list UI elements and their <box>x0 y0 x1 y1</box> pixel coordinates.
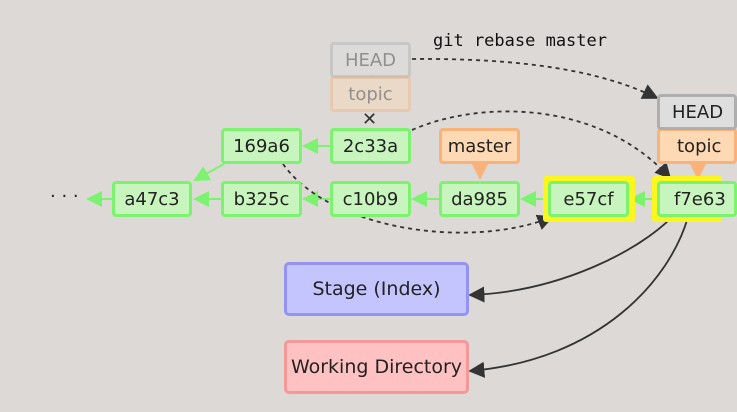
head-old[interactable]: HEAD <box>330 42 411 78</box>
arrow-f7e63-to-stage <box>468 216 673 303</box>
commit-f7e63[interactable]: f7e63 <box>657 181 737 217</box>
arrow-2c33a-to-f7e63 <box>411 110 672 180</box>
arrow-f7e63-to-working <box>468 216 689 378</box>
commit-a47c3[interactable]: a47c3 <box>112 181 192 217</box>
working-directory-area[interactable]: Working Directory <box>284 340 469 394</box>
rebase-diagram: git rebase master · · · a47c3 b325c c10b… <box>50 31 737 394</box>
branch-master[interactable]: master <box>439 128 520 164</box>
commit-b325c[interactable]: b325c <box>221 181 302 217</box>
commit-c10b9[interactable]: c10b9 <box>330 181 411 217</box>
commit-e57cf[interactable]: e57cf <box>548 181 629 217</box>
head-new[interactable]: HEAD <box>657 94 737 130</box>
commit-169a6[interactable]: 169a6 <box>221 128 302 164</box>
history-ellipsis: · · · <box>50 186 79 207</box>
command-label: git rebase master <box>433 31 607 51</box>
link-169a6-a47c3 <box>193 163 225 181</box>
commit-2c33a[interactable]: 2c33a <box>330 128 411 164</box>
branch-topic-old[interactable]: topic <box>330 76 411 112</box>
arrow-head-move <box>411 58 659 99</box>
branch-topic-new[interactable]: topic <box>657 128 737 164</box>
detached-x-icon: ✕ <box>362 109 378 130</box>
stage-index-area[interactable]: Stage (Index) <box>284 262 469 316</box>
arrow-169a6-to-e57cf <box>282 163 554 234</box>
commit-da985[interactable]: da985 <box>439 181 520 217</box>
